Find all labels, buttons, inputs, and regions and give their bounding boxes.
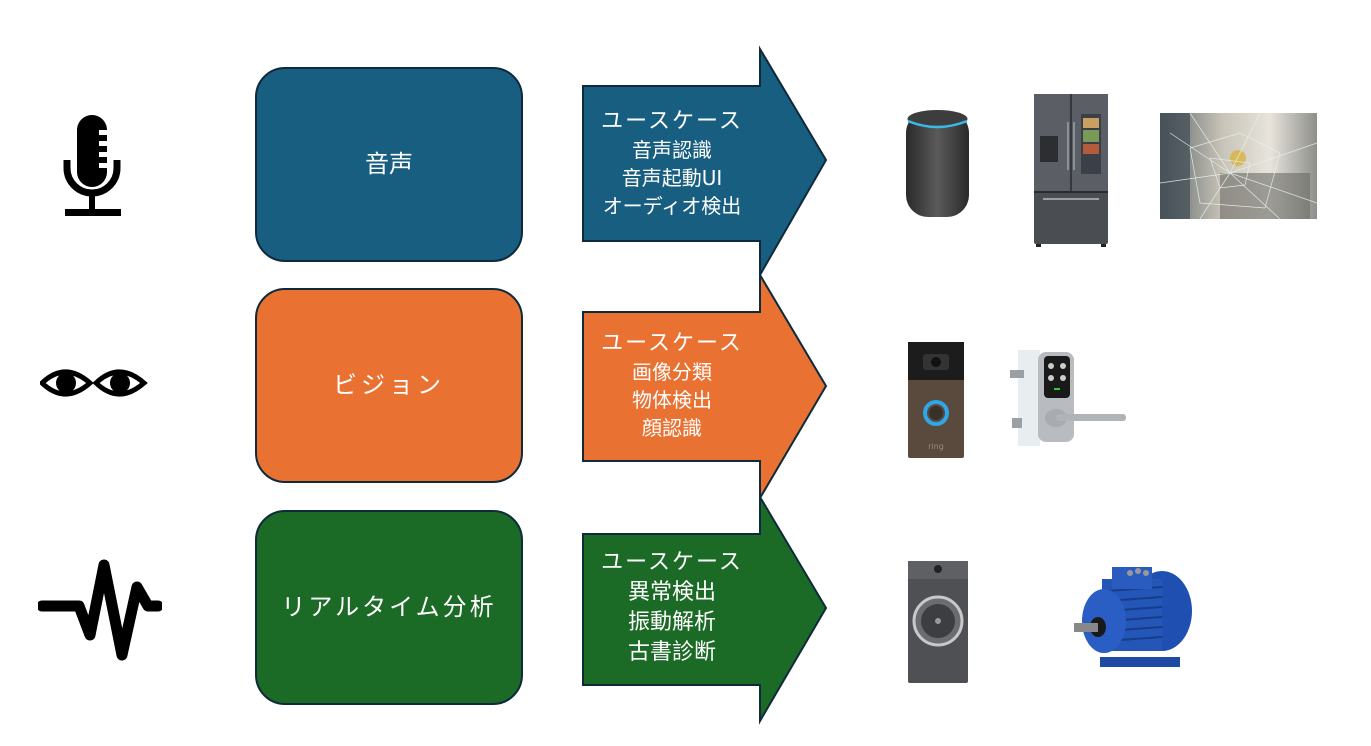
microphone-icon xyxy=(62,110,124,220)
svg-text:ring: ring xyxy=(928,442,944,451)
usecase-arrow-realtime: ユースケース 異常検出 振動解析 古書診断 xyxy=(582,493,830,725)
electric-motor-image xyxy=(1072,561,1198,681)
usecase-item: 振動解析 xyxy=(627,610,716,635)
usecase-arrow-vision: ユースケース 画像分類 物体検出 顔認識 xyxy=(582,271,830,502)
eyes-icon xyxy=(38,367,148,399)
category-label: 音声 xyxy=(365,150,413,179)
usecase-item: 音声認識 xyxy=(632,138,712,162)
usecase-arrow-voice: ユースケース 音声認識 音声起動UI オーディオ検出 xyxy=(582,45,830,279)
usecase-item: 顔認識 xyxy=(642,416,702,440)
smart-speaker-image xyxy=(905,107,970,219)
usecase-item: オーディオ検出 xyxy=(602,194,742,218)
usecase-header: ユースケース xyxy=(601,331,743,356)
category-label: ビジョン xyxy=(333,371,445,400)
waveform-icon xyxy=(36,557,164,661)
category-label: リアルタイム分析 xyxy=(281,593,497,622)
category-box-voice: 音声 xyxy=(255,67,523,262)
usecase-item: 画像分類 xyxy=(632,360,712,384)
category-box-vision: ビジョン xyxy=(255,288,523,483)
broken-glass-image xyxy=(1159,112,1318,220)
usecase-item: 古書診断 xyxy=(627,640,716,665)
washing-machine-image xyxy=(908,561,968,683)
video-doorbell-image: ring xyxy=(907,341,965,459)
usecase-item: 物体検出 xyxy=(632,388,712,412)
usecase-header: ユースケース xyxy=(601,550,743,575)
smart-refrigerator-image xyxy=(1033,92,1109,248)
usecase-item: 音声起動UI xyxy=(621,166,723,190)
smart-lock-image xyxy=(1010,350,1130,446)
usecase-item: 異常検出 xyxy=(627,580,716,605)
usecase-header: ユースケース xyxy=(601,109,743,134)
category-box-realtime: リアルタイム分析 xyxy=(255,510,523,705)
